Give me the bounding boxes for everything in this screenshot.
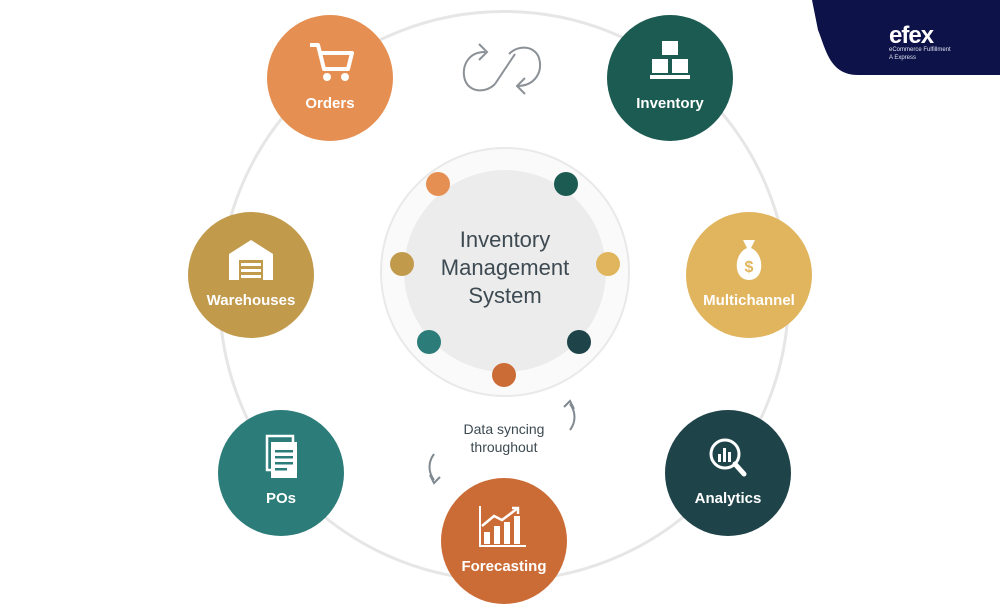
money-bag-icon: $ (736, 240, 762, 280)
curved-arrow-down-icon (428, 453, 441, 485)
documents-icon (265, 434, 297, 478)
sync-label-line: throughout (470, 439, 538, 455)
center-dot (567, 330, 591, 354)
curved-arrow-up-icon (563, 399, 576, 431)
center-title-line: Management (440, 255, 570, 280)
node-label: Multichannel (703, 292, 795, 309)
node-label: Warehouses (206, 292, 296, 309)
center-dot (492, 363, 516, 387)
sync-label: Data syncing throughout (446, 420, 562, 456)
center-dot (596, 252, 620, 276)
magnifier-chart-icon (709, 438, 747, 477)
node-analytics: Analytics (665, 410, 791, 536)
center-title-line: System (468, 283, 542, 308)
boxes-icon (650, 41, 690, 79)
center-dot (426, 172, 450, 196)
node-multichannel: $ Multichannel (686, 212, 812, 338)
node-label: Analytics (694, 490, 762, 507)
center-dot (554, 172, 578, 196)
node-label: Inventory (636, 95, 704, 112)
node-inventory: Inventory (607, 15, 733, 141)
node-label: Orders (305, 95, 355, 112)
shopping-cart-icon (310, 43, 354, 81)
node-forecasting: Forecasting (441, 478, 567, 604)
center-title-line: Inventory (459, 227, 551, 252)
node-pos: POs (218, 410, 344, 536)
node-orders: Orders (267, 15, 393, 141)
svg-text:$: $ (745, 259, 754, 276)
center-dot (417, 330, 441, 354)
sync-cycle-icon (462, 43, 541, 95)
node-label: POs (265, 490, 296, 507)
sync-label-line: Data syncing (463, 421, 545, 437)
node-warehouses: Warehouses (188, 212, 314, 338)
growth-chart-icon (479, 506, 526, 547)
efex-logo-banner (812, 0, 1000, 75)
center-dot (390, 252, 414, 276)
node-label: Forecasting (461, 558, 547, 575)
warehouse-icon (229, 240, 273, 280)
center-title: Inventory Management System (404, 226, 606, 310)
